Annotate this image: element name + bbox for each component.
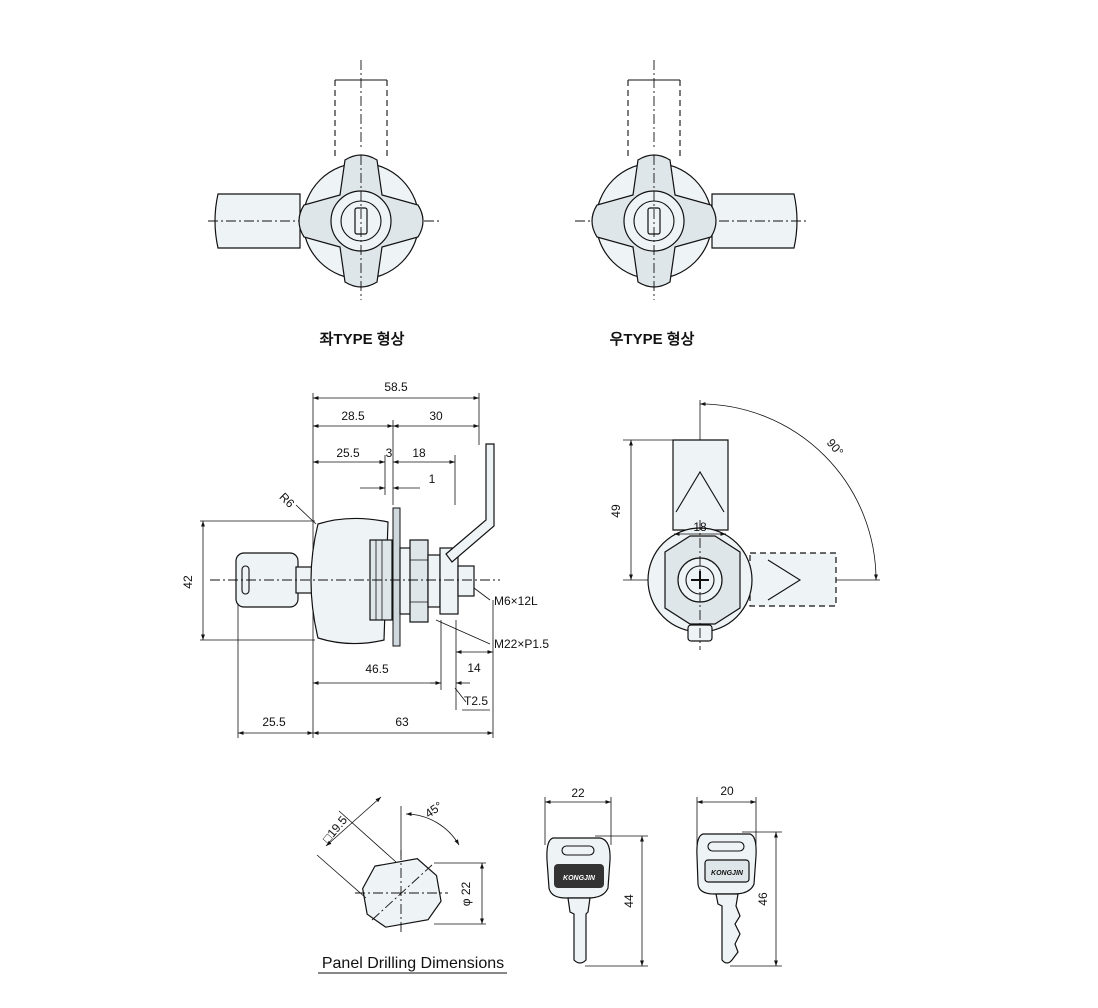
key-1-width: 22 bbox=[571, 786, 585, 800]
front-view bbox=[623, 400, 880, 650]
dim-46-5: 46.5 bbox=[365, 662, 389, 676]
dim-m22: M22×P1.5 bbox=[494, 637, 549, 651]
dim-t2-5: T2.5 bbox=[464, 694, 488, 708]
panel-drilling-view bbox=[316, 796, 486, 935]
key-1-view: KONGJIN bbox=[544, 797, 648, 967]
key-2-height: 46 bbox=[756, 892, 770, 906]
dim-phi-22: φ 22 bbox=[459, 881, 473, 906]
dim-r6: R6 bbox=[276, 490, 297, 511]
side-view bbox=[200, 393, 500, 738]
right-type-view bbox=[575, 60, 806, 300]
dim-m6: M6×12L bbox=[494, 594, 538, 608]
dim-1: 1 bbox=[429, 472, 436, 486]
key-2-brand: KONGJIN bbox=[711, 870, 744, 877]
dim-square-19-5: □19.5 bbox=[320, 813, 351, 846]
caption-panel-drilling: Panel Drilling Dimensions bbox=[322, 955, 504, 972]
dim-30: 30 bbox=[429, 409, 443, 423]
dim-14: 14 bbox=[467, 661, 481, 675]
dim-18-front: 18 bbox=[693, 520, 707, 534]
dim-90-deg: 90° bbox=[824, 436, 847, 459]
key-1-height: 44 bbox=[622, 894, 636, 908]
dim-42: 42 bbox=[181, 575, 195, 589]
dim-3: 3 bbox=[386, 446, 393, 460]
dim-28-5: 28.5 bbox=[341, 409, 365, 423]
dim-49: 49 bbox=[609, 504, 623, 518]
dim-25-5-top: 25.5 bbox=[336, 446, 360, 460]
caption-right-type: 우TYPE 형상 bbox=[610, 331, 695, 348]
dim-25-5-bottom: 25.5 bbox=[262, 715, 286, 729]
key-2-view: KONGJIN bbox=[696, 797, 782, 967]
key-2-width: 20 bbox=[720, 784, 734, 798]
left-type-view bbox=[208, 60, 440, 300]
key-1-brand: KONGJIN bbox=[563, 875, 596, 882]
dim-58-5: 58.5 bbox=[384, 380, 408, 394]
dim-18-side: 18 bbox=[412, 446, 426, 460]
caption-left-type: 좌TYPE 형상 bbox=[320, 331, 405, 348]
dim-63: 63 bbox=[395, 715, 409, 729]
